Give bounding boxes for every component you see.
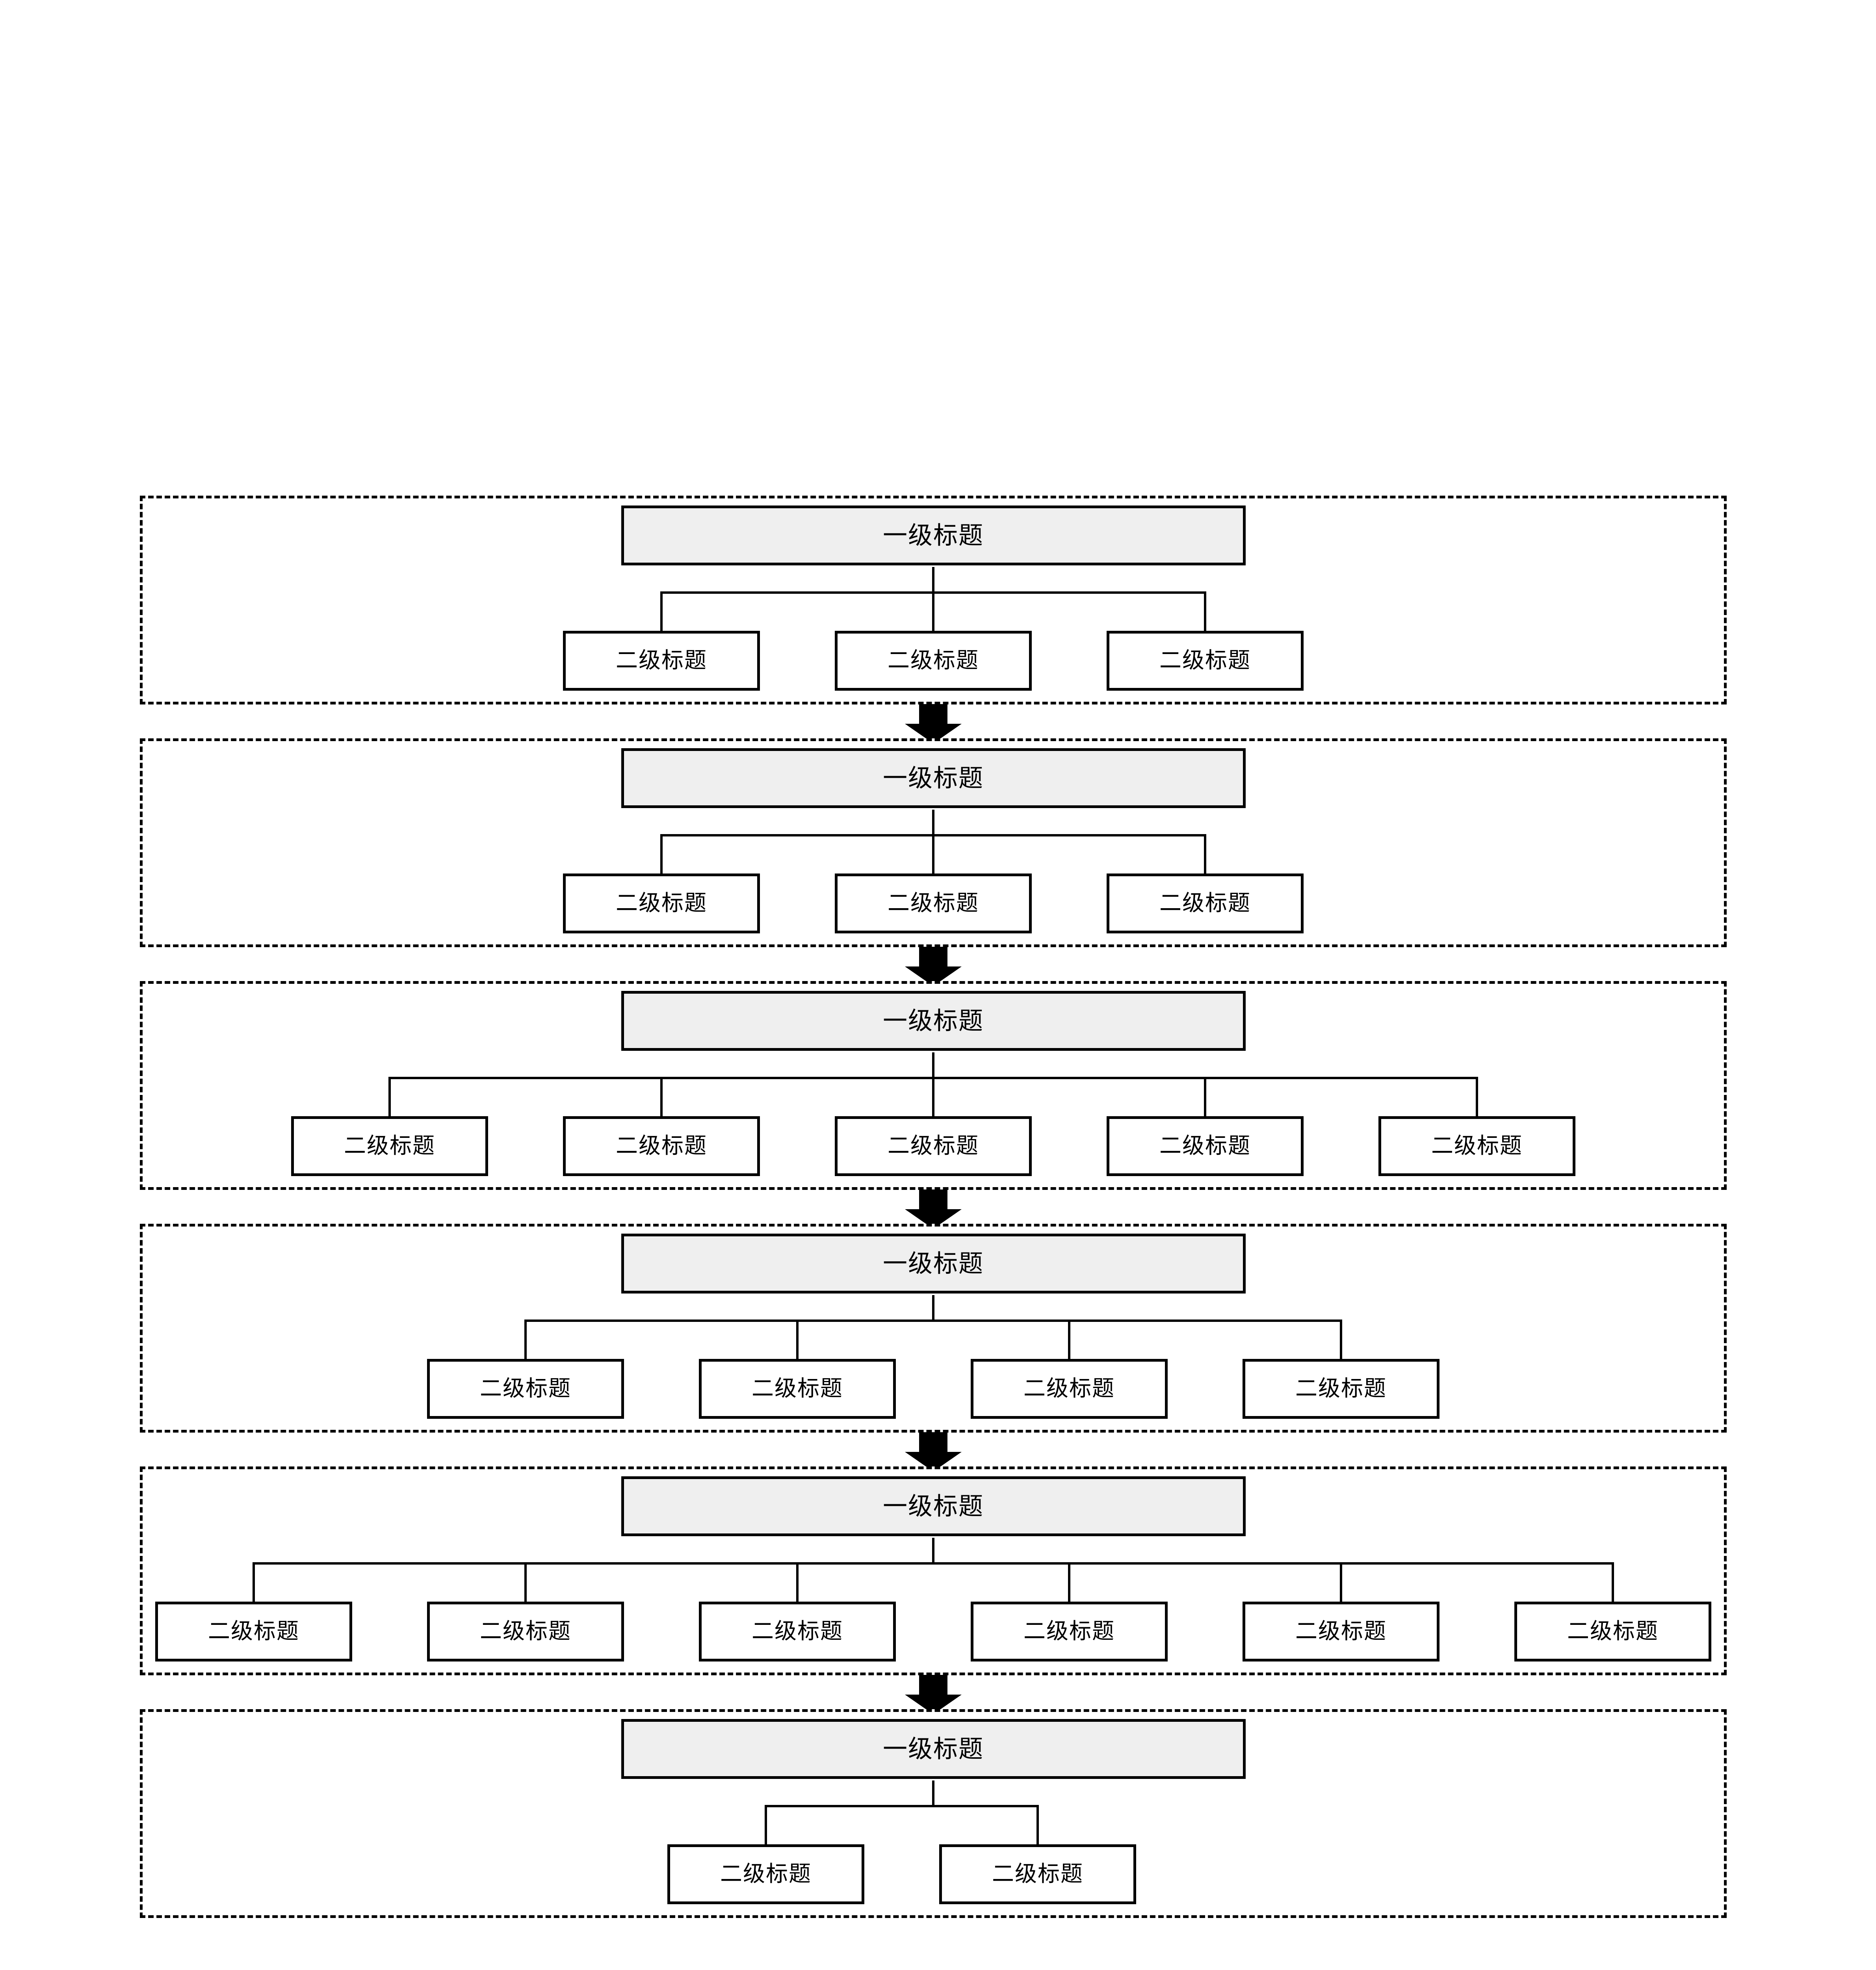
connector-stem [932,810,934,834]
connector-stem [932,1295,934,1320]
tree-3: 一级标题二级标题 二级标题 二级标题 二级标题 二级标题 [143,984,1724,1187]
connector-drop-1 [388,1077,391,1116]
connector-drop-5 [1340,1562,1342,1602]
arrow-shaft [919,1675,947,1695]
level2-box[interactable]: 二级标题 [427,1602,624,1661]
tree-5: 一级标题二级标题 二级标题 二级标题 二级标题 二级标题 二级标题 [143,1469,1724,1673]
level1-box[interactable]: 一级标题 [621,1719,1246,1779]
connector-drop-3 [1204,591,1206,631]
section-flow-arrow-3 [140,1189,1727,1229]
tree-6: 一级标题二级标题 二级标题 [143,1712,1724,1915]
connector-stem [932,1780,934,1805]
level2-row: 二级标题 二级标题 二级标题 二级标题 二级标题 二级标题 [155,1602,1711,1661]
section-flow-arrow-1 [140,704,1727,743]
level2-row: 二级标题 二级标题 二级标题 [563,631,1304,691]
connector-drop-1 [524,1320,527,1359]
section-stack: 一级标题二级标题二级标题二级标题一级标题二级标题二级标题二级标题一级标题二级标题… [140,496,1727,1918]
level2-row: 二级标题 二级标题 二级标题 二级标题 [427,1359,1440,1419]
connector-stem [932,1538,934,1562]
connector-stem [932,567,934,591]
connector-drop-2 [524,1562,527,1602]
connector-drop-3 [796,1562,799,1602]
connector-bus [526,1320,1341,1322]
level2-box[interactable]: 二级标题 [835,631,1032,691]
connector-drop-3 [1204,834,1206,873]
connector-bus [254,1562,1613,1565]
level2-box[interactable]: 二级标题 [699,1359,896,1419]
level2-box[interactable]: 二级标题 [1514,1602,1711,1661]
level2-box[interactable]: 二级标题 [835,873,1032,933]
level2-box[interactable]: 二级标题 [1378,1116,1575,1176]
level2-box[interactable]: 二级标题 [939,1844,1136,1904]
arrow-shaft [919,947,947,967]
level1-box[interactable]: 一级标题 [621,1234,1246,1294]
connector-drop-1 [253,1562,255,1602]
connector-drop-1 [765,1805,767,1844]
section-flow-arrow-4 [140,1432,1727,1472]
connector-drop-3 [932,1077,934,1116]
level2-box[interactable]: 二级标题 [155,1602,352,1661]
level2-box[interactable]: 二级标题 [667,1844,864,1904]
connector-drop-3 [1068,1320,1070,1359]
tree-1: 一级标题二级标题 二级标题 二级标题 [143,498,1724,702]
level1-box[interactable]: 一级标题 [621,748,1246,808]
chart-section-3[interactable]: 一级标题二级标题 二级标题 二级标题 二级标题 二级标题 [140,981,1727,1190]
connector-drop-2 [932,591,934,631]
connector-stem [932,1052,934,1077]
level2-box[interactable]: 二级标题 [1107,1116,1304,1176]
connector-drop-4 [1204,1077,1206,1116]
level2-box[interactable]: 二级标题 [563,1116,760,1176]
chart-section-2[interactable]: 一级标题二级标题 二级标题 二级标题 [140,738,1727,947]
level2-box[interactable]: 二级标题 [427,1359,624,1419]
section-flow-arrow-2 [140,947,1727,986]
tree-2: 一级标题二级标题 二级标题 二级标题 [143,741,1724,944]
chart-section-4[interactable]: 一级标题二级标题 二级标题 二级标题 二级标题 [140,1224,1727,1433]
chart-section-5[interactable]: 一级标题二级标题 二级标题 二级标题 二级标题 二级标题 二级标题 [140,1466,1727,1675]
connector-drop-1 [660,834,663,873]
section-flow-arrow-5 [140,1675,1727,1714]
level1-row: 一级标题 [143,1234,1724,1294]
level2-row: 二级标题 二级标题 [667,1844,1136,1904]
tree-4: 一级标题二级标题 二级标题 二级标题 二级标题 [143,1227,1724,1430]
chart-section-6[interactable]: 一级标题二级标题 二级标题 [140,1709,1727,1918]
level2-box[interactable]: 二级标题 [1107,873,1304,933]
connector-drop-1 [660,591,663,631]
connector-drop-5 [1476,1077,1478,1116]
level2-box[interactable]: 二级标题 [699,1602,896,1661]
level2-box[interactable]: 二级标题 [291,1116,488,1176]
arrow-shaft [919,704,947,725]
connector-drop-2 [1036,1805,1039,1844]
arrow-shaft [919,1189,947,1210]
level2-box[interactable]: 二级标题 [1243,1359,1440,1419]
arrow-shaft [919,1432,947,1453]
connector-drop-6 [1612,1562,1614,1602]
level1-row: 一级标题 [143,506,1724,565]
level2-box[interactable]: 二级标题 [563,631,760,691]
level1-box[interactable]: 一级标题 [621,1476,1246,1536]
level1-row: 一级标题 [143,1476,1724,1536]
level2-box[interactable]: 二级标题 [563,873,760,933]
level2-box[interactable]: 二级标题 [971,1602,1168,1661]
connector-drop-2 [932,834,934,873]
level2-row: 二级标题 二级标题 二级标题 [563,873,1304,933]
connector-drop-4 [1340,1320,1342,1359]
level1-row: 一级标题 [143,1719,1724,1779]
level2-box[interactable]: 二级标题 [1243,1602,1440,1661]
connector-drop-4 [1068,1562,1070,1602]
level2-box[interactable]: 二级标题 [835,1116,1032,1176]
connector-bus [766,1805,1038,1807]
level1-row: 一级标题 [143,748,1724,808]
level2-box[interactable]: 二级标题 [971,1359,1168,1419]
level1-box[interactable]: 一级标题 [621,991,1246,1051]
level2-box[interactable]: 二级标题 [1107,631,1304,691]
level2-row: 二级标题 二级标题 二级标题 二级标题 二级标题 [291,1116,1575,1176]
level1-row: 一级标题 [143,991,1724,1051]
connector-drop-2 [660,1077,663,1116]
level1-box[interactable]: 一级标题 [621,506,1246,565]
chart-section-1[interactable]: 一级标题二级标题 二级标题 二级标题 [140,496,1727,704]
connector-drop-2 [796,1320,799,1359]
